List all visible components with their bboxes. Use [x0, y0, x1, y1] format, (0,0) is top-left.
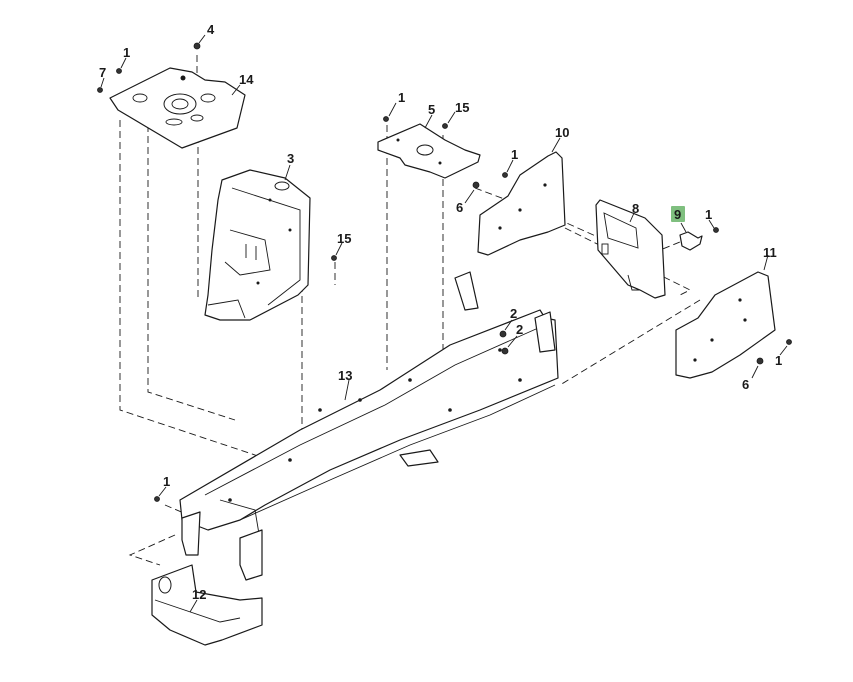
fastener-15-plate5: [442, 123, 448, 129]
callout-6[interactable]: 6: [742, 377, 749, 392]
part-8-bracket[interactable]: [595, 199, 666, 299]
leader-lines: [100, 34, 788, 613]
callout-8[interactable]: 8: [632, 201, 639, 216]
callout-13[interactable]: 13: [338, 368, 352, 383]
fastener-2a: [499, 330, 507, 338]
callout-1[interactable]: 1: [398, 90, 405, 105]
callout-1[interactable]: 1: [123, 45, 130, 60]
fastener-6-panel11: [756, 357, 764, 365]
fastener-1-bracket9: [713, 227, 719, 233]
fastener-15-tower: [331, 255, 337, 261]
part-11-rear-panel[interactable]: [675, 271, 776, 379]
callout-11[interactable]: 11: [763, 245, 777, 260]
callout-14[interactable]: 14: [239, 72, 254, 87]
fastener-6-panel10: [472, 181, 480, 189]
callout-1[interactable]: 1: [775, 353, 782, 368]
callout-9-highlighted[interactable]: 9: [674, 207, 681, 222]
fastener-1-plate5: [383, 116, 389, 122]
fastener-7: [97, 87, 103, 93]
callout-12[interactable]: 12: [192, 587, 206, 602]
part-12-bumper[interactable]: [151, 564, 263, 646]
callout-6[interactable]: 6: [456, 200, 463, 215]
callout-1[interactable]: 1: [163, 474, 170, 489]
part-10-side-panel[interactable]: [477, 151, 566, 256]
callout-3[interactable]: 3: [287, 151, 294, 166]
part-9-small-bracket[interactable]: [679, 231, 703, 251]
part-5-plate[interactable]: [377, 123, 481, 179]
fastener-1-panel11: [786, 339, 792, 345]
callout-15[interactable]: 15: [337, 231, 351, 246]
callout-5[interactable]: 5: [428, 102, 435, 117]
callout-4[interactable]: 4: [207, 22, 215, 37]
callout-2[interactable]: 2: [510, 306, 517, 321]
callout-1[interactable]: 1: [705, 207, 712, 222]
part-14-top-plate[interactable]: [109, 67, 246, 149]
fastener-1-top: [116, 68, 122, 74]
fastener-1-frame: [154, 496, 160, 502]
callout-1[interactable]: 1: [511, 147, 518, 162]
part-13-main-frame[interactable]: [179, 271, 559, 581]
fastener-1-panel10: [502, 172, 508, 178]
callout-9-highlight: [671, 206, 685, 222]
callout-15[interactable]: 15: [455, 100, 469, 115]
fastener-4: [193, 42, 201, 50]
callout-labels: 4 1 7 14 1 5 15 10 1 6 3 15 8 9 1 11 2 2…: [99, 22, 782, 602]
fasteners: [97, 42, 792, 502]
callout-7[interactable]: 7: [99, 65, 106, 80]
fastener-2b: [501, 347, 509, 355]
part-3-tower[interactable]: [204, 169, 311, 321]
callout-2[interactable]: 2: [516, 322, 523, 337]
callout-10[interactable]: 10: [555, 125, 569, 140]
